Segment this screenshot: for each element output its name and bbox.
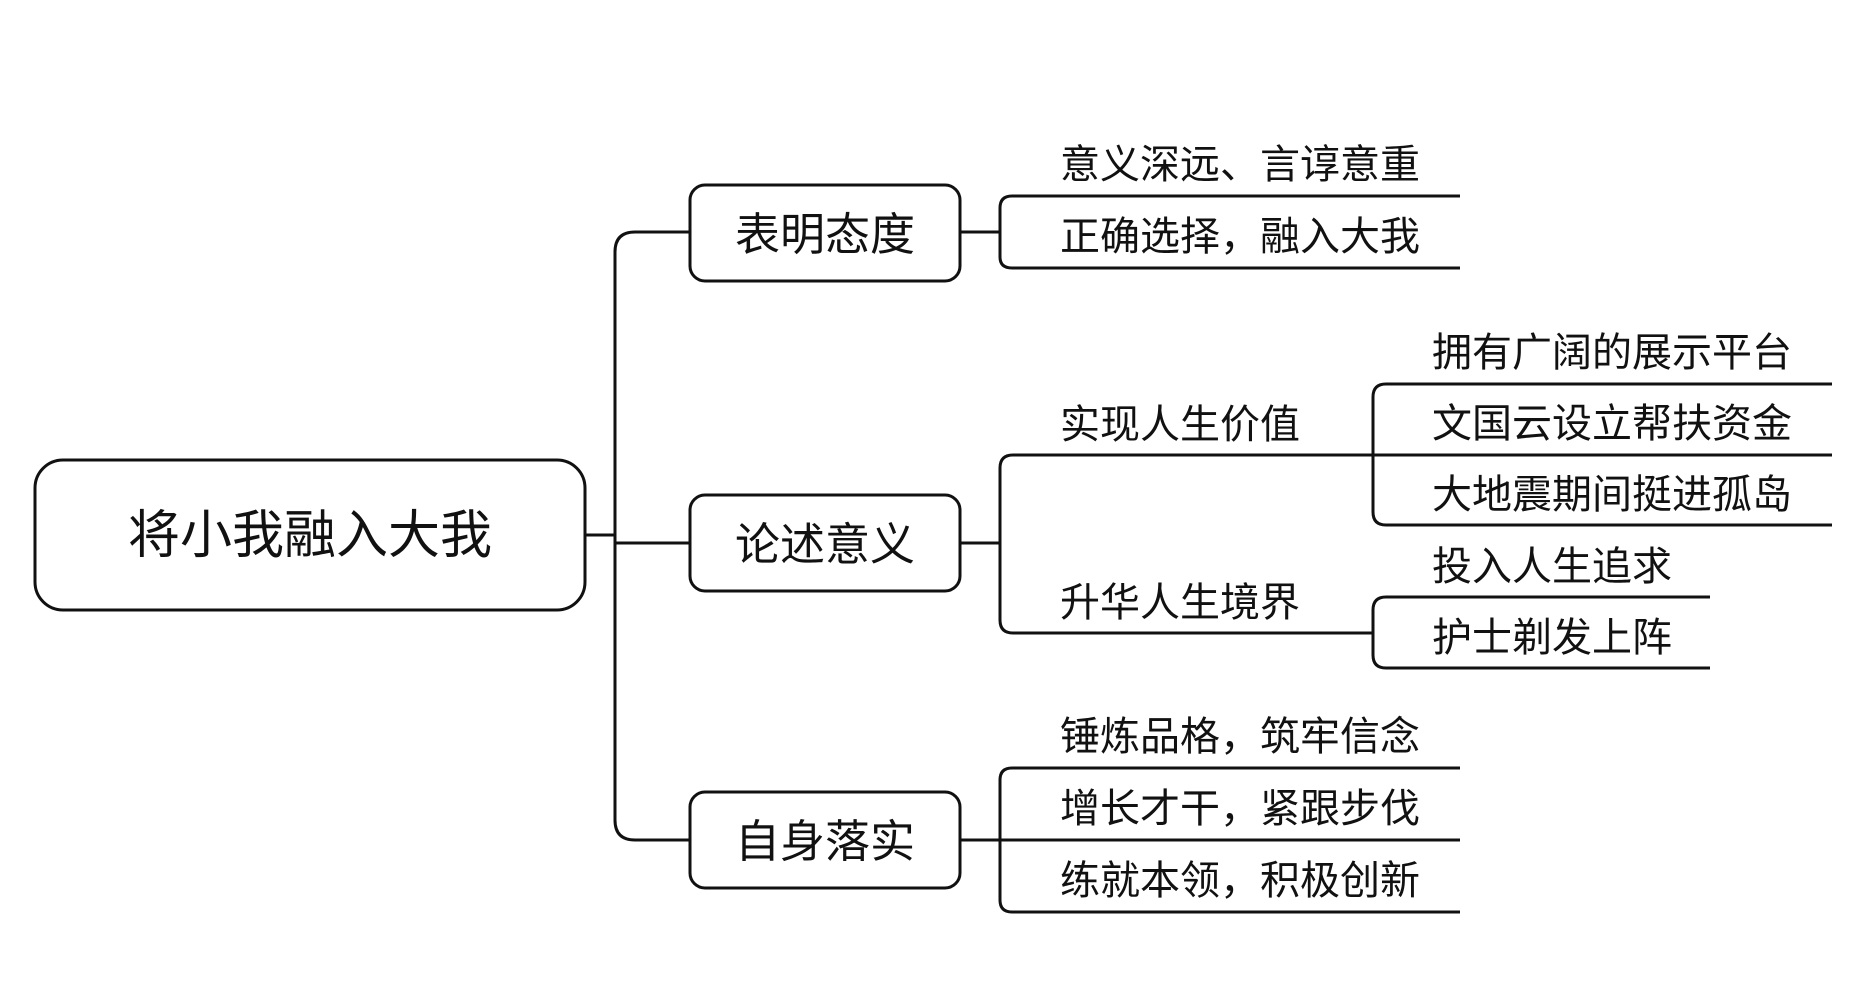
connector-biaoming-leaves xyxy=(960,194,1460,270)
branch-label-zishen: 自身落实 xyxy=(735,815,915,868)
leaf-label: 练就本领，积极创新 xyxy=(1060,858,1420,904)
connector-root-branches xyxy=(585,230,690,842)
leaf-label: 正确选择，融入大我 xyxy=(1060,214,1420,260)
leaf-label: 增长才干，紧跟步伐 xyxy=(1060,786,1420,832)
leaf-label: 护士剃发上阵 xyxy=(1432,615,1672,661)
leaf-label: 大地震期间挺进孤岛 xyxy=(1432,472,1792,518)
leaf-label: 投入人生追求 xyxy=(1432,544,1672,590)
connector-zishen-leaves xyxy=(960,766,1460,914)
branch-label-biaoming: 表明态度 xyxy=(735,208,915,261)
leaf-label: 拥有广阔的展示平台 xyxy=(1432,330,1792,376)
branch-label-lunshu: 论述意义 xyxy=(735,518,915,571)
root-node xyxy=(33,458,587,612)
subbranch-label-shixian: 实现人生价值 xyxy=(1060,402,1300,448)
leaf-label: 意义深远、言谆意重 xyxy=(1060,142,1420,188)
leaf-label: 文国云设立帮扶资金 xyxy=(1432,401,1792,447)
connector-lunshu-subbranches xyxy=(960,453,1373,635)
root-label: 将小我融入大我 xyxy=(128,506,492,566)
connector-shenghua-leaves xyxy=(1371,595,1710,670)
connector-shixian-leaves xyxy=(1371,382,1832,527)
leaf-label: 锤炼品格，筑牢信念 xyxy=(1060,714,1420,760)
subbranch-label-shenghua: 升华人生境界 xyxy=(1060,580,1300,626)
